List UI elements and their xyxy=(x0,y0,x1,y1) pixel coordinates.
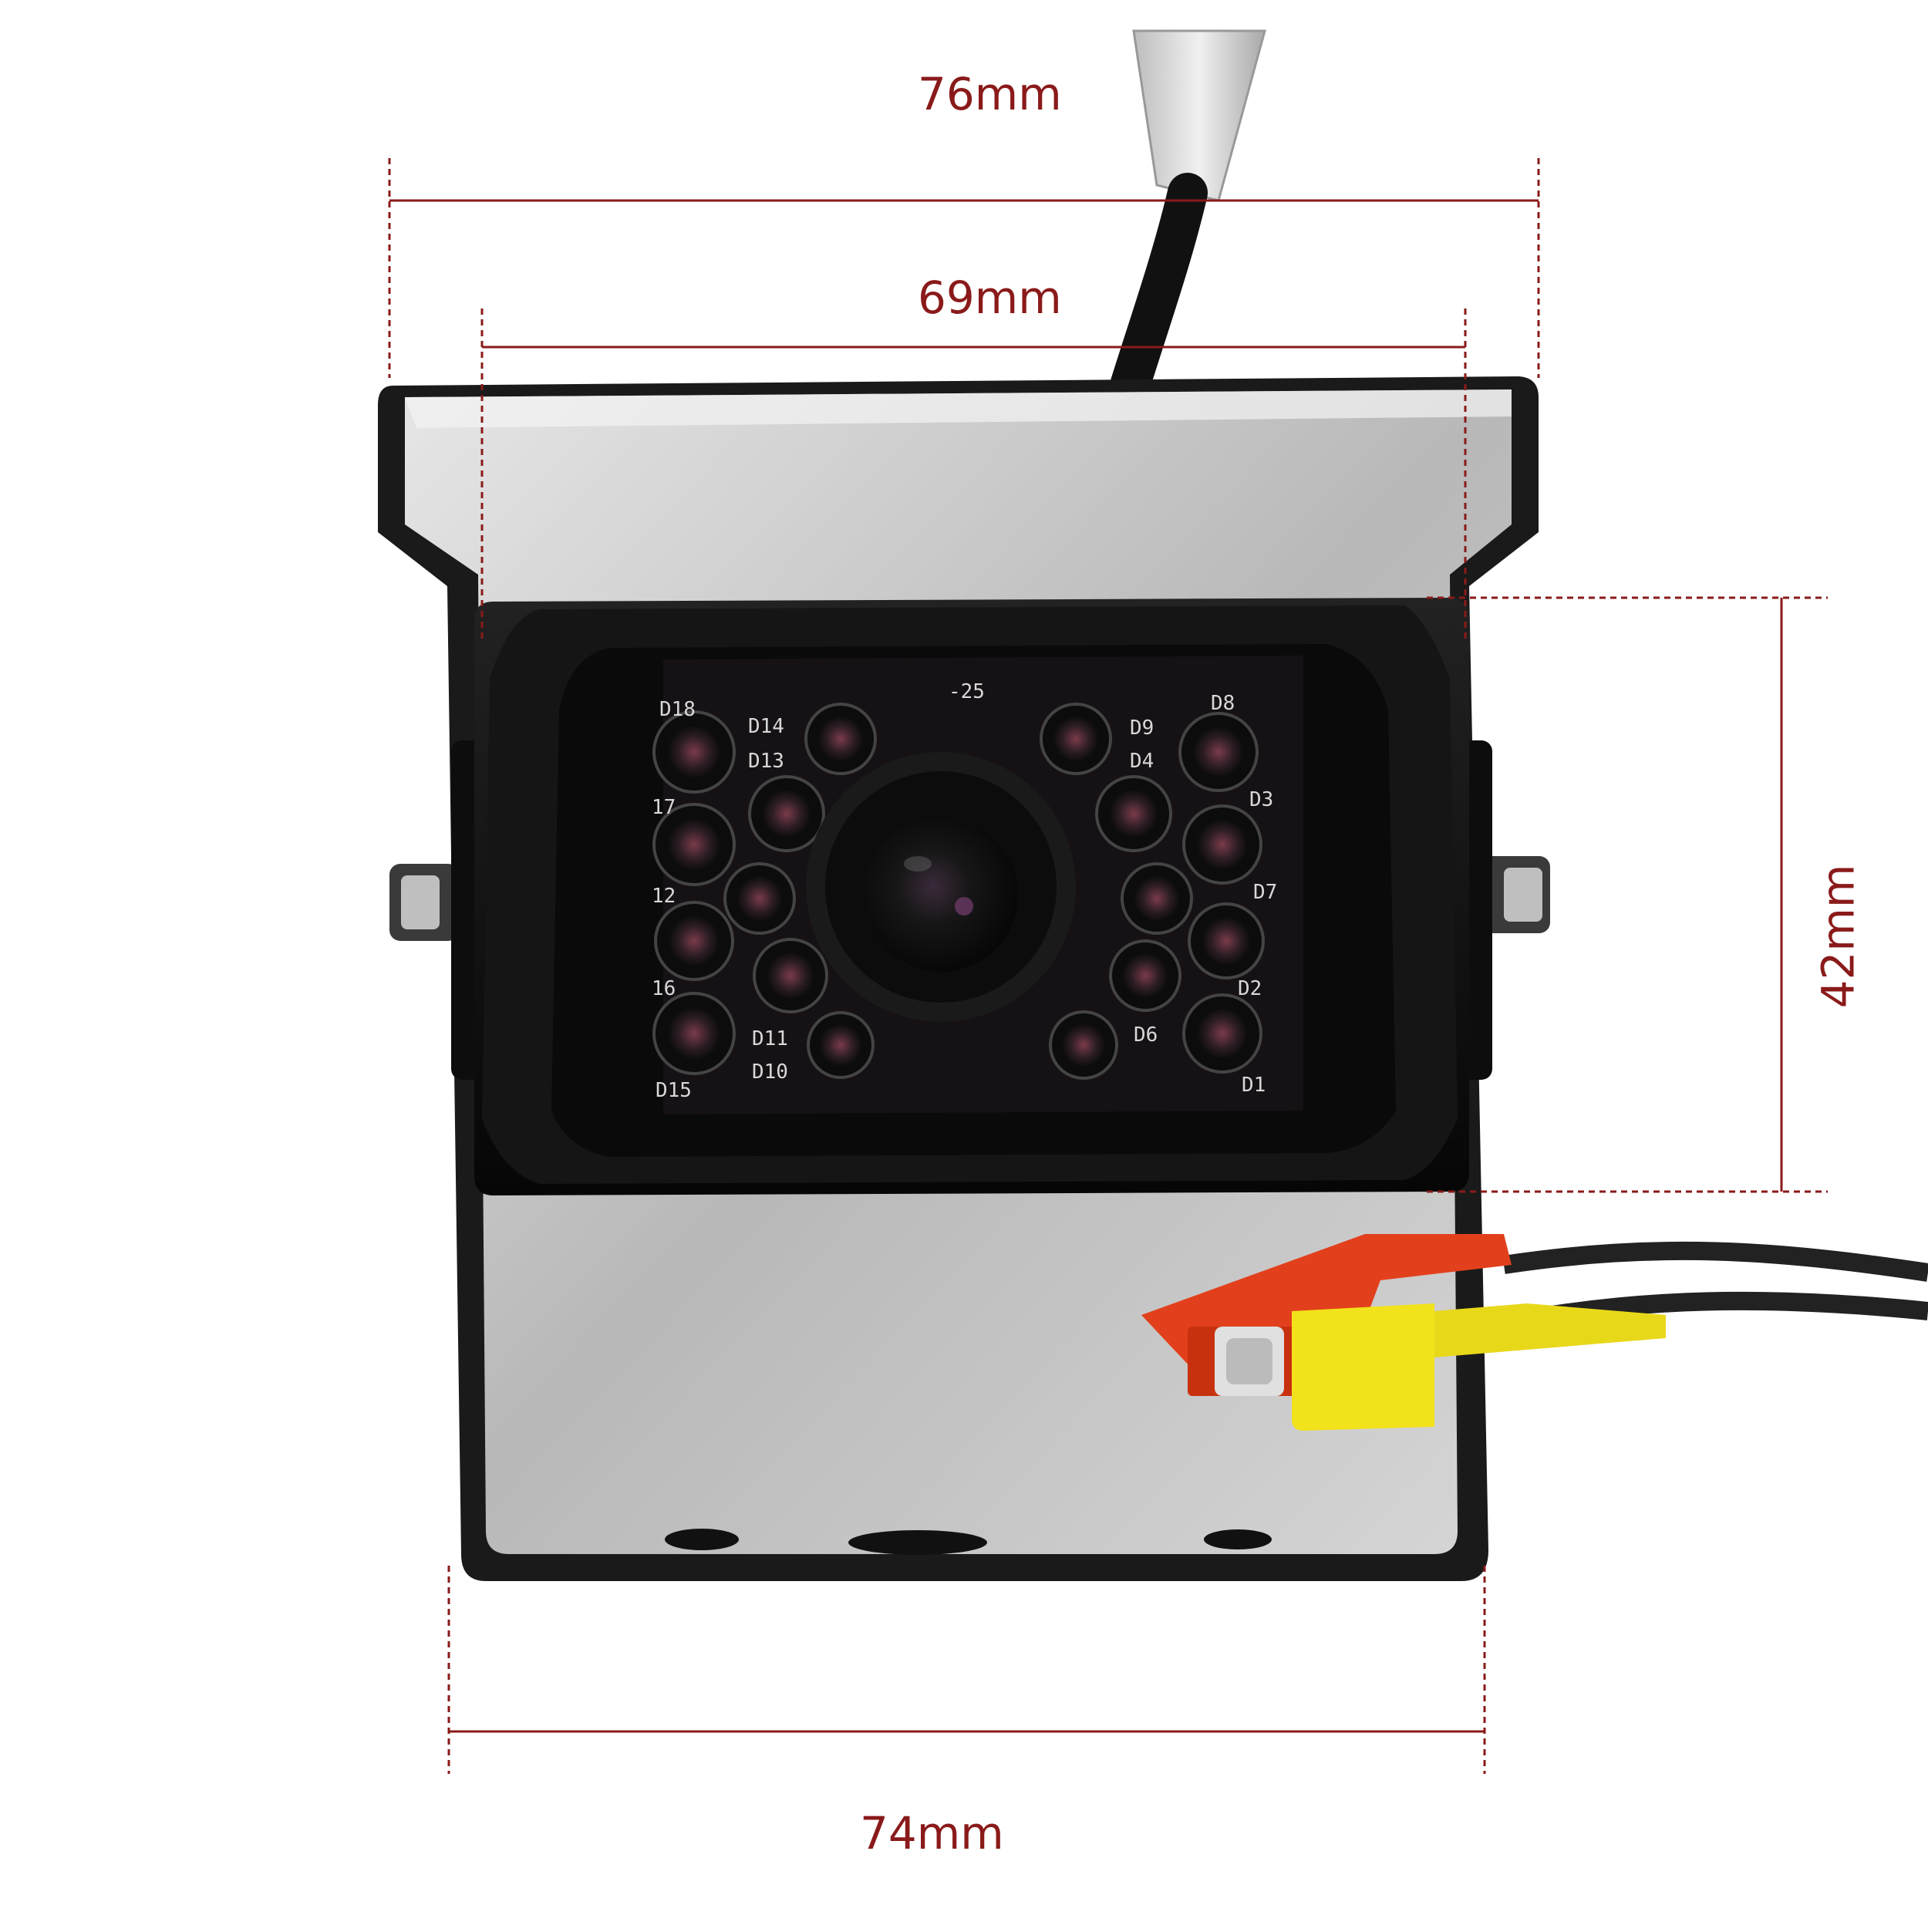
height-label: 42mm xyxy=(1812,864,1865,1009)
ir-led-core-14 xyxy=(1134,875,1180,922)
ir-led-core-4 xyxy=(668,818,720,871)
dimension-lines xyxy=(388,158,1828,1774)
ir-led-core-10 xyxy=(1053,716,1099,762)
led-label-d15: D15 xyxy=(656,1079,692,1102)
ir-led-core-16 xyxy=(1122,953,1168,999)
inner-width-label: 69mm xyxy=(918,271,1062,324)
led-label-16: 16 xyxy=(652,977,676,1000)
led-label-d3: D3 xyxy=(1249,788,1273,811)
rca-yellow-connector xyxy=(1215,1303,1666,1431)
ir-led-core-1 xyxy=(668,726,720,778)
ir-led-core-3 xyxy=(762,789,811,838)
ir-led-core-5 xyxy=(736,875,783,922)
left-bolt xyxy=(389,864,459,941)
ir-led-core-6 xyxy=(669,915,720,966)
ir-led-core-18 xyxy=(1062,1023,1105,1067)
ir-led-core-17 xyxy=(1197,1008,1248,1059)
led-label-d11: D11 xyxy=(752,1027,788,1050)
ir-led-core-7 xyxy=(767,952,814,1000)
ir-led-core-13 xyxy=(1197,819,1248,870)
led-label-d13: D13 xyxy=(748,750,784,773)
led-label-d1: D1 xyxy=(1242,1074,1266,1097)
lens-assembly xyxy=(806,752,1076,1022)
led-label-12: 12 xyxy=(652,885,676,908)
led-label-d18: D18 xyxy=(659,698,696,721)
led-label-d4: D4 xyxy=(1130,750,1154,773)
led-label-d14: D14 xyxy=(748,715,784,738)
ir-led-core-9 xyxy=(668,1007,720,1060)
ir-led-core-15 xyxy=(1202,916,1251,966)
ir-led-core-12 xyxy=(1109,789,1158,838)
led-label-d2: D2 xyxy=(1238,977,1262,1000)
total-width-label: 76mm xyxy=(918,68,1062,120)
base-width-label: 74mm xyxy=(860,1807,1004,1860)
led-label-d7: D7 xyxy=(1253,881,1277,904)
ir-led-core-2 xyxy=(817,716,864,762)
housing-marking: -25 xyxy=(949,680,985,703)
right-bolt xyxy=(1477,856,1550,933)
led-label-d6: D6 xyxy=(1134,1023,1158,1047)
ir-led-core-11 xyxy=(1193,727,1244,777)
ir-led-core-8 xyxy=(819,1023,862,1067)
led-label-d8: D8 xyxy=(1211,692,1235,715)
led-label-d10: D10 xyxy=(752,1060,788,1084)
led-label-17: 17 xyxy=(652,796,676,819)
led-label-d9: D9 xyxy=(1130,716,1154,740)
